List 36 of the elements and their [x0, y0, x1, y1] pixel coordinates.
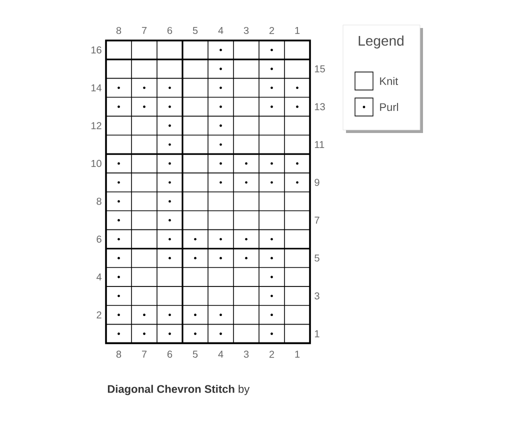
chart-number: 14 — [91, 84, 102, 92]
chart-number: 7 — [142, 350, 147, 358]
chart-number: 8 — [96, 198, 102, 205]
chart-number: 1 — [314, 330, 320, 338]
chart-number: 1 — [295, 350, 300, 358]
chart-number: 5 — [192, 350, 198, 358]
chart-number: 16 — [91, 46, 102, 54]
chart-number: 9 — [314, 178, 320, 186]
chart-number: 4 — [218, 350, 224, 358]
chart-number: 4 — [218, 27, 224, 34]
chart-number: 2 — [96, 311, 102, 318]
chart-number: 3 — [314, 292, 320, 300]
chart-number: 5 — [314, 254, 320, 262]
chart-number: 2 — [269, 27, 274, 34]
chart-number: 7 — [142, 27, 147, 34]
chart-number: 6 — [96, 236, 102, 243]
legend-title: Legend — [358, 35, 404, 49]
chart-number: 8 — [116, 350, 122, 358]
chart-number: 7 — [314, 216, 320, 224]
chart-number: 5 — [192, 27, 198, 34]
chart-title: Diagonal Chevron Stitch by — [108, 384, 250, 396]
chart-number: 3 — [244, 350, 249, 358]
legend-label: Knit — [380, 76, 398, 86]
legend-label: Purl — [380, 102, 398, 112]
chart-number: 12 — [91, 122, 102, 130]
chart-number: 13 — [314, 103, 325, 110]
chart-number: 8 — [116, 26, 122, 34]
chart-number: 2 — [269, 350, 274, 358]
chart-number: 1 — [295, 27, 300, 34]
chart-number: 10 — [91, 160, 102, 167]
chart-number: 11 — [314, 141, 324, 148]
chart-number: 4 — [96, 274, 102, 280]
chart-number: 6 — [167, 350, 172, 358]
chart-number: 3 — [244, 26, 249, 34]
chart-number: 6 — [167, 26, 172, 34]
chart-number: 15 — [314, 65, 325, 72]
